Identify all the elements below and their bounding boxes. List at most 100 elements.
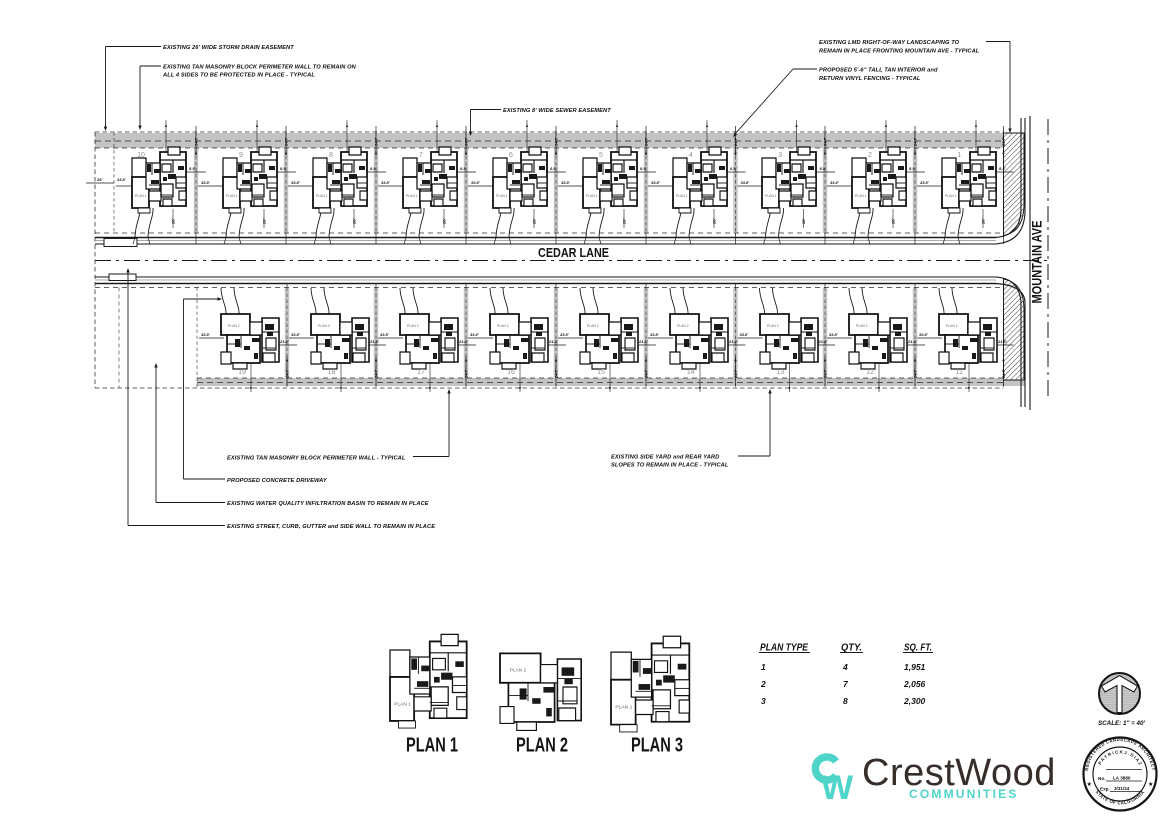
svg-text:4: 4 bbox=[689, 152, 693, 159]
svg-text:24.7': 24.7' bbox=[1001, 136, 1006, 147]
svg-text:19: 19 bbox=[238, 369, 246, 376]
svg-text:24.7': 24.7' bbox=[284, 136, 289, 147]
svg-text:16: 16 bbox=[507, 369, 515, 376]
svg-text:33.8': 33.8' bbox=[291, 332, 301, 337]
svg-text:33.8': 33.8' bbox=[561, 180, 571, 185]
svg-text:33.8': 33.8' bbox=[560, 332, 570, 337]
svg-text:33.8': 33.8' bbox=[117, 177, 127, 182]
svg-text:21.8': 21.8' bbox=[548, 339, 559, 344]
svg-text:24.7': 24.7' bbox=[464, 368, 469, 379]
svg-text:8.5': 8.5' bbox=[909, 166, 917, 171]
svg-text:24.7': 24.7' bbox=[194, 136, 199, 147]
svg-text:5: 5 bbox=[599, 152, 603, 159]
svg-text:24.7': 24.7' bbox=[464, 136, 469, 147]
svg-text:★: ★ bbox=[1087, 781, 1092, 788]
svg-text:7: 7 bbox=[843, 679, 849, 689]
svg-text:PROPOSED CONCRETE DRIVEWAY: PROPOSED CONCRETE DRIVEWAY bbox=[227, 478, 328, 484]
svg-text:24.7': 24.7' bbox=[733, 136, 738, 147]
svg-text:21.8': 21.8' bbox=[369, 339, 380, 344]
svg-text:1: 1 bbox=[761, 662, 766, 672]
svg-text:8.5': 8.5' bbox=[640, 166, 648, 171]
svg-text:26': 26' bbox=[712, 218, 717, 225]
svg-text:21.8': 21.8' bbox=[638, 339, 649, 344]
svg-text:EXISTING 26' WIDE STORM DRAIN: EXISTING 26' WIDE STORM DRAIN EASEMENT bbox=[163, 45, 294, 51]
svg-text:PLAN 1: PLAN 1 bbox=[406, 735, 458, 757]
svg-text:24.7': 24.7' bbox=[644, 136, 649, 147]
svg-text:8.5': 8.5' bbox=[550, 166, 558, 171]
svg-text:No.: No. bbox=[1098, 776, 1105, 781]
svg-text:EXISTING 8' WIDE SEWER EASEMEN: EXISTING 8' WIDE SEWER EASEMENT bbox=[503, 108, 611, 114]
svg-text:33.8': 33.8' bbox=[740, 332, 750, 337]
svg-text:24.7': 24.7' bbox=[823, 136, 828, 147]
svg-text:W: W bbox=[821, 769, 854, 807]
svg-text:33.8': 33.8' bbox=[380, 332, 390, 337]
svg-text:24.7': 24.7' bbox=[554, 136, 559, 147]
svg-text:21.8': 21.8' bbox=[997, 339, 1008, 344]
svg-text:26': 26' bbox=[442, 218, 447, 225]
svg-text:24.7': 24.7' bbox=[554, 368, 559, 379]
svg-text:13: 13 bbox=[776, 369, 784, 376]
svg-text:8: 8 bbox=[843, 696, 848, 706]
svg-text:14: 14 bbox=[687, 369, 695, 376]
svg-text:CrestWood: CrestWood bbox=[862, 752, 1056, 794]
svg-text:10: 10 bbox=[137, 152, 145, 159]
svg-text:2: 2 bbox=[868, 152, 872, 159]
svg-text:MOUNTAIN AVE: MOUNTAIN AVE bbox=[1030, 221, 1045, 304]
svg-text:★: ★ bbox=[1148, 781, 1153, 788]
svg-text:3: 3 bbox=[761, 696, 766, 706]
svg-text:17: 17 bbox=[417, 369, 425, 376]
svg-text:21.8': 21.8' bbox=[728, 339, 739, 344]
svg-text:33.8': 33.8' bbox=[471, 180, 481, 185]
svg-text:24.7': 24.7' bbox=[733, 368, 738, 379]
svg-text:PLAN 3: PLAN 3 bbox=[631, 735, 683, 757]
svg-text:26': 26' bbox=[622, 218, 627, 225]
svg-text:1: 1 bbox=[957, 152, 961, 159]
svg-text:7: 7 bbox=[419, 152, 423, 159]
svg-text:EXISTING STREET, CURB, GUTTER: EXISTING STREET, CURB, GUTTER and SIDE W… bbox=[227, 524, 435, 530]
svg-text:QTY.: QTY. bbox=[841, 642, 862, 654]
svg-text:24.7': 24.7' bbox=[913, 368, 918, 379]
svg-text:EXISTING WATER QUALITY INFILTR: EXISTING WATER QUALITY INFILTRATION BASI… bbox=[227, 501, 429, 507]
svg-text:8.5': 8.5' bbox=[820, 166, 828, 171]
svg-text:EXISTING TAN MASONRY BLOCK PER: EXISTING TAN MASONRY BLOCK PERIMETER WAL… bbox=[163, 65, 357, 71]
svg-text:33.8': 33.8' bbox=[920, 180, 930, 185]
svg-text:SQ. FT.: SQ. FT. bbox=[904, 642, 932, 654]
svg-text:SCALE: 1" = 40': SCALE: 1" = 40' bbox=[1098, 720, 1145, 727]
svg-text:8.5': 8.5' bbox=[460, 166, 468, 171]
svg-text:2,300: 2,300 bbox=[903, 696, 926, 706]
svg-text:12: 12 bbox=[866, 369, 874, 376]
svg-text:33.8': 33.8' bbox=[291, 180, 301, 185]
svg-text:8: 8 bbox=[329, 152, 333, 159]
svg-text:24.7': 24.7' bbox=[285, 368, 290, 379]
svg-text:8.5': 8.5' bbox=[999, 166, 1007, 171]
svg-text:CEDAR LANE: CEDAR LANE bbox=[538, 246, 609, 260]
svg-text:33.8': 33.8' bbox=[201, 332, 211, 337]
svg-text:2,056: 2,056 bbox=[903, 679, 926, 689]
svg-text:REMAIN IN PLACE FRONTING MOUNT: REMAIN IN PLACE FRONTING MOUNTAIN AVE - … bbox=[819, 49, 980, 55]
svg-text:33.8': 33.8' bbox=[830, 180, 840, 185]
svg-text:33.8': 33.8' bbox=[651, 180, 661, 185]
svg-text:8.5': 8.5' bbox=[189, 166, 197, 171]
svg-text:21.8': 21.8' bbox=[458, 339, 469, 344]
svg-text:24.7': 24.7' bbox=[644, 368, 649, 379]
svg-text:COMMUNITIES: COMMUNITIES bbox=[909, 787, 1019, 801]
svg-text:LA 3880: LA 3880 bbox=[1113, 776, 1131, 781]
svg-text:33.8': 33.8' bbox=[829, 332, 839, 337]
svg-text:1,951: 1,951 bbox=[904, 662, 926, 672]
svg-text:RETURN VINYL FENCING - TYPICAL: RETURN VINYL FENCING - TYPICAL bbox=[819, 76, 921, 82]
svg-text:33.8': 33.8' bbox=[919, 332, 929, 337]
svg-text:33.8': 33.8' bbox=[650, 332, 660, 337]
svg-text:4: 4 bbox=[842, 662, 848, 672]
svg-text:PLAN 2: PLAN 2 bbox=[516, 735, 568, 757]
svg-text:3/31/24: 3/31/24 bbox=[1114, 786, 1130, 791]
svg-text:21.8': 21.8' bbox=[818, 339, 829, 344]
svg-text:11: 11 bbox=[956, 369, 963, 376]
svg-text:33.8': 33.8' bbox=[470, 332, 480, 337]
svg-text:24.7': 24.7' bbox=[374, 368, 379, 379]
svg-text:PROPOSED 5'-6" TALL TAN INTERI: PROPOSED 5'-6" TALL TAN INTERIOR and bbox=[819, 68, 938, 74]
svg-text:2: 2 bbox=[760, 679, 766, 689]
svg-text:8.5': 8.5' bbox=[370, 166, 378, 171]
svg-text:26': 26' bbox=[801, 218, 806, 225]
svg-text:26': 26' bbox=[532, 218, 537, 225]
svg-text:26': 26' bbox=[891, 218, 896, 225]
